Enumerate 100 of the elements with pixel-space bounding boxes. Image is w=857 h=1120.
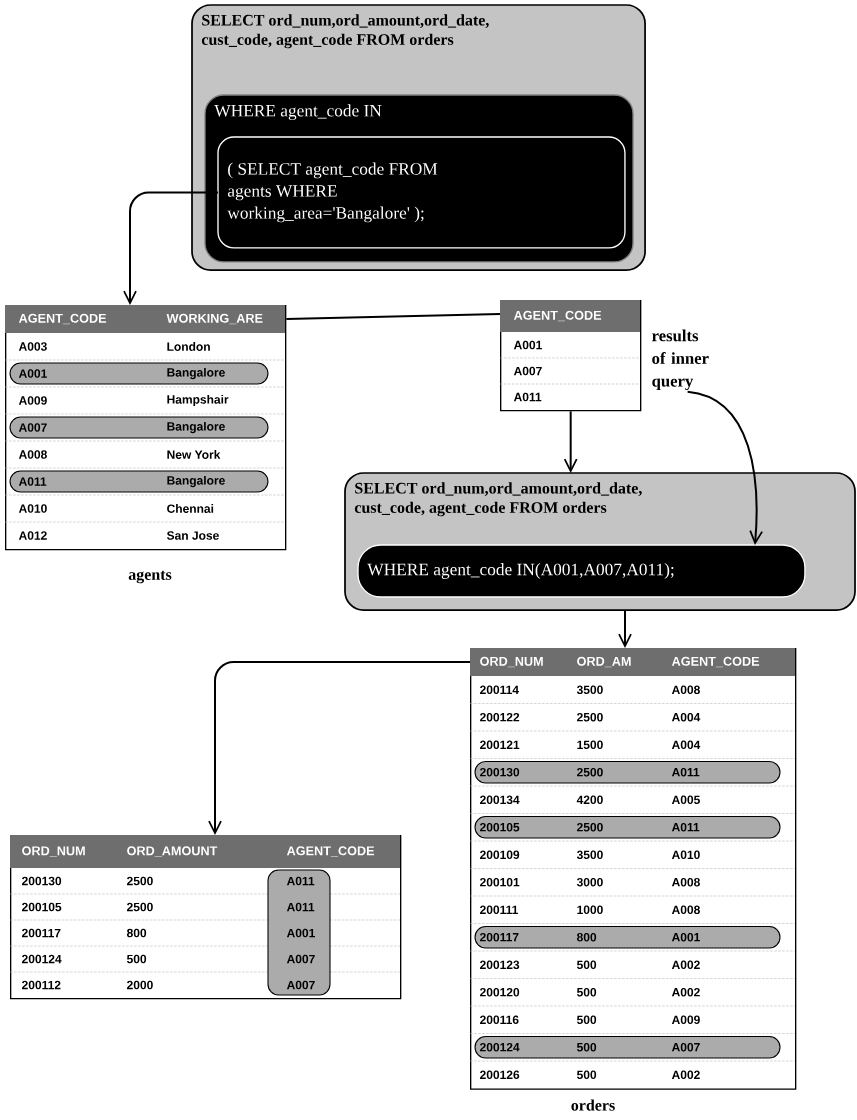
table-cell: A002 [671,960,700,970]
arrow [686,390,763,545]
table-cell: A010 [18,504,47,513]
column-header: AGENT_CODE [671,656,760,668]
table-cell: Chennai [167,504,214,513]
table-cell: A008 [671,877,700,887]
table-cell: 2500 [577,712,603,722]
table-cell: 500 [577,960,597,970]
table-cell: A008 [671,685,700,695]
table-cell: Bangalore [167,421,225,434]
table-cell: 500 [577,1042,597,1052]
table-cell: 500 [127,954,147,964]
column-header: ORD_AM [577,656,631,668]
table-cell: 200117 [22,928,61,938]
table-cell: Hampshair [167,394,229,407]
table-cell: A004 [671,712,701,722]
table-cell: 2500 [127,902,153,912]
table-cell: 200114 [480,685,519,695]
table-cell: 200105 [22,902,62,912]
table-cell: 200111 [480,905,518,915]
arrow [123,191,219,305]
data-table [469,648,797,1111]
arrow [618,609,632,648]
table-cell: 200126 [480,1070,520,1080]
table-cell: A011 [286,902,315,912]
column-header: ORD_AMOUNT [127,846,218,857]
table-cell: 3500 [576,850,603,860]
table-cell: A011 [671,767,700,777]
table-cell: A007 [286,954,315,964]
table-cell: 1500 [577,740,603,750]
table-cell: 200121 [480,740,520,750]
table-cell: 500 [577,1015,597,1025]
table-cell: A008 [671,905,700,915]
table-cell: A005 [671,795,700,805]
table-cell: A001 [513,340,542,350]
subquery-box: ( SELECT agent_code FROM agents WHERE working_area='Bangalore' ); [217,136,626,249]
column-header: ORD_NUM [22,846,85,857]
table-cell: Bangalore [167,367,225,380]
table-cell: A009 [671,1015,700,1025]
table-cell: A002 [671,987,700,997]
data-table [9,835,402,1000]
table-cell: 2500 [127,876,153,886]
table-caption: orders [571,1099,615,1111]
table-cell: A010 [671,850,700,860]
table-cell: A012 [18,531,47,540]
table-cell: 800 [577,932,597,942]
table-cell: A011 [671,822,700,832]
table-cell: A001 [18,369,47,378]
table-cell: 4200 [576,795,603,805]
table-cell: 800 [127,928,147,938]
table-cell: 200116 [480,1015,519,1025]
table-cell: 3500 [576,685,603,695]
arrow [208,661,471,835]
table-cell: A011 [18,477,47,486]
table-cell: A001 [286,928,315,938]
table-cell: 200134 [480,795,520,805]
table-cell: A011 [286,876,315,886]
table-cell: A002 [671,1070,700,1080]
table-cell: 200130 [22,876,62,886]
table-cell: A011 [513,392,542,402]
column-header: ORD_NUM [480,656,543,668]
table-cell: 200130 [480,767,520,777]
table-cell: 200120 [480,987,520,997]
table-caption: agents [128,570,172,584]
table-cell: 500 [577,987,597,997]
table-cell: 200105 [480,822,520,832]
table-cell: A007 [286,980,315,990]
table-cell: 2500 [577,767,603,777]
table-cell: A008 [18,450,47,459]
table-cell: A007 [18,423,47,432]
table-cell: A009 [18,396,47,405]
where-clause-box: WHERE agent_code IN(A001,A007,A011); [357,544,806,598]
table-cell: 200124 [22,954,62,964]
data-table [499,300,642,412]
table-cell: 200101 [480,877,520,887]
table-cell: 200112 [22,980,61,990]
table-cell: A007 [671,1042,700,1052]
annotation-text: results of inner query [652,329,709,391]
table-cell: A003 [18,342,47,351]
table-cell: 3000 [576,877,603,887]
data-table [4,305,287,584]
arrow [563,410,578,473]
table-cell: 1000 [577,905,603,915]
table-cell: A001 [671,932,700,942]
column-header: AGENT_CODE [286,846,375,857]
column-header: AGENT_CODE [18,313,107,325]
table-cell: London [167,342,210,351]
table-cell: 500 [577,1070,597,1080]
table-cell: A007 [513,366,542,376]
table-cell: 2500 [577,822,603,832]
column-header: AGENT_CODE [513,310,602,322]
table-cell: 200123 [480,960,520,970]
table-cell: 200117 [480,932,519,942]
table-cell: 200109 [480,850,520,860]
table-cell: 2000 [127,980,153,990]
table-cell: A004 [671,740,701,750]
table-cell: Bangalore [167,475,225,488]
table-cell: 200124 [480,1042,520,1052]
table-cell: New York [167,450,221,459]
column-header: WORKING_ARE [166,313,263,325]
